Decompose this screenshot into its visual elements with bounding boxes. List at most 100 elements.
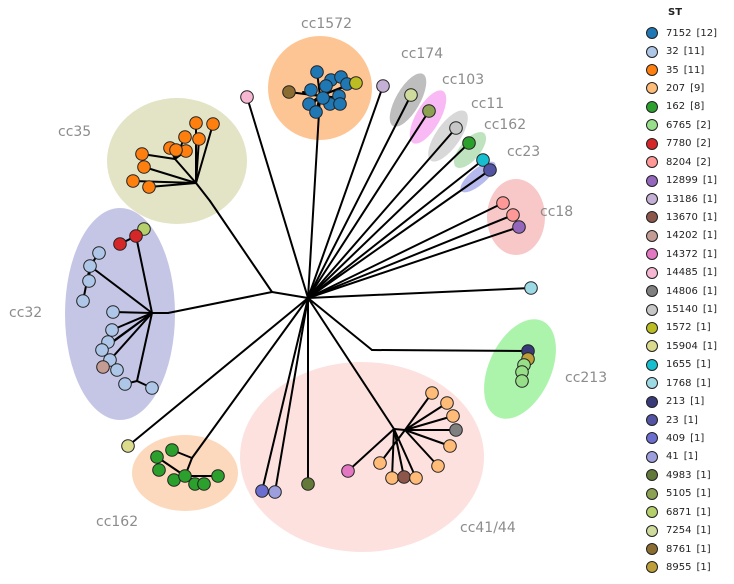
legend-label: 7152[12] (666, 28, 717, 39)
legend-count: [1] (696, 359, 711, 371)
legend-swatch (646, 82, 658, 95)
legend-swatch (646, 45, 658, 58)
tree-edge (191, 297, 309, 459)
tree-edge (404, 402, 448, 431)
st-node (113, 237, 127, 251)
st-node (206, 117, 220, 131)
legend-st: 1572 (666, 322, 692, 334)
legend-item-7254: 7254[1] (646, 521, 734, 539)
legend-count: [1] (702, 175, 717, 187)
legend-count: [2] (696, 156, 711, 168)
legend-swatch (646, 506, 658, 519)
legend-item-7780: 7780[2] (646, 135, 734, 153)
legend-swatch (646, 377, 658, 390)
legend-label: 14485[1] (666, 267, 717, 278)
legend-swatch (646, 340, 658, 353)
legend-label: 8204 [2] (666, 157, 711, 168)
legend-item-5105: 5105[1] (646, 485, 734, 503)
legend-st: 7780 (666, 138, 692, 150)
legend-label: 14372 [1] (666, 249, 717, 260)
legend-label: 23[1] (666, 415, 698, 426)
cluster-labels: cc1572cc174cc103cc11cc162cc23cc18cc35cc3… (9, 16, 607, 536)
legend-item-213: 213[1] (646, 392, 734, 410)
legend-label: 32[11] (666, 46, 704, 57)
legend-swatch (646, 487, 658, 500)
tree-edge (271, 291, 309, 299)
st-node (83, 259, 97, 273)
legend-st: 162 (666, 101, 686, 113)
legend-item-13670: 13670[1] (646, 208, 734, 226)
cluster-label: cc103 (442, 72, 484, 88)
legend-count: [1] (683, 414, 698, 426)
cluster-label: cc32 (9, 305, 42, 321)
tree-edge (195, 182, 211, 202)
st-node (92, 246, 106, 260)
legend-count: [1] (702, 340, 717, 352)
st-node (449, 121, 463, 135)
legend-label: 6765[2] (666, 120, 711, 131)
tree-edge (246, 96, 309, 299)
tree-nodes (76, 65, 538, 499)
st-node (110, 363, 124, 377)
legend-item-35: 35[11] (646, 61, 734, 79)
legend-swatch (646, 156, 658, 169)
legend-swatch (646, 524, 658, 537)
cluster-label: cc41/44 (460, 520, 516, 536)
tree-edge (174, 158, 197, 184)
legend-swatch (646, 266, 658, 279)
st-node (106, 305, 120, 319)
legend-swatch (646, 100, 658, 113)
legend-swatch (646, 358, 658, 371)
legend-st: 1768 (666, 377, 692, 389)
tree-edge (371, 349, 529, 352)
tree-edge (307, 202, 504, 299)
st-node (121, 439, 135, 453)
st-node (76, 294, 90, 308)
tree-edge (393, 428, 406, 431)
cluster-label: cc11 (471, 96, 504, 112)
st-node (404, 88, 418, 102)
legend-item-12899: 12899[1] (646, 171, 734, 189)
legend-st: 7152 (666, 27, 692, 39)
legend-item-14485: 14485[1] (646, 263, 734, 281)
legend-st: 7254 (666, 525, 692, 537)
st-node (178, 130, 192, 144)
legend-st: 41 (666, 451, 679, 463)
legend-label: 7780[2] (666, 138, 711, 149)
st-node (126, 174, 140, 188)
legend-swatch (646, 27, 658, 40)
st-node (397, 470, 411, 484)
st-node (197, 477, 211, 491)
legend-swatch (646, 119, 658, 132)
legend-st: 8204 (666, 156, 692, 168)
tree-edge (307, 85, 384, 299)
st-node (333, 97, 347, 111)
tree-edge (307, 159, 484, 299)
legend-count: [1] (702, 267, 717, 279)
tree-edge (307, 297, 395, 430)
legend-item-15140: 15140[1] (646, 300, 734, 318)
legend-label: 8955[1] (666, 562, 711, 573)
st-node (268, 485, 282, 499)
tree-edge (143, 166, 197, 184)
cluster-hull (453, 131, 487, 169)
legend-item-162: 162 [8] (646, 98, 734, 116)
st-node (422, 104, 436, 118)
tree-edge (111, 312, 153, 343)
st-node (142, 180, 156, 194)
legend-st: 14372 (666, 248, 698, 260)
tree-edge (132, 180, 197, 184)
tree-edge (393, 428, 417, 479)
st-node (376, 79, 390, 93)
tree-edge (209, 200, 273, 293)
tree-edge (404, 392, 433, 431)
legend-st: 14202 (666, 230, 698, 242)
tree-edge (307, 297, 373, 351)
legend-count: [8] (690, 101, 705, 113)
tree-edge (393, 428, 405, 478)
st-node (319, 79, 333, 93)
st-node (165, 443, 179, 457)
st-node (105, 323, 119, 337)
st-node (515, 374, 529, 388)
legend-count: [1] (702, 248, 717, 260)
